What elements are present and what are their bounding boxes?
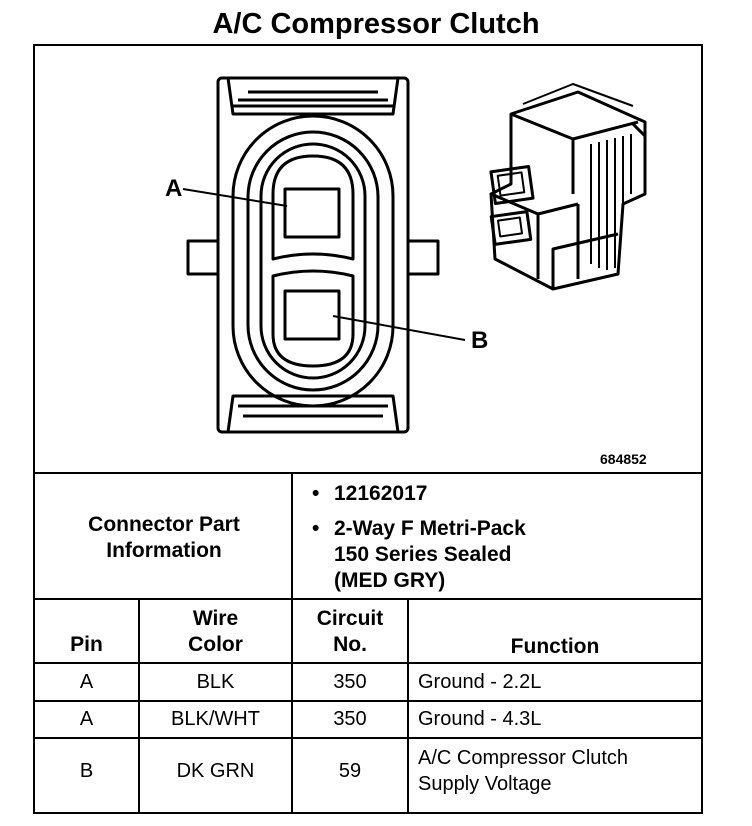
label-a: A: [165, 175, 182, 202]
row-3-wire: DK GRN: [176, 760, 255, 782]
header-wire-color: Wire Color: [188, 607, 243, 656]
row-1-function: Ground - 2.2L: [418, 671, 542, 693]
description-line2: 150 Series Sealed: [334, 543, 512, 566]
col-divider-2: [291, 598, 293, 814]
connector-figure: A B: [165, 76, 647, 434]
leader-b: [332, 315, 466, 341]
row-2-wire: BLK/WHT: [171, 708, 260, 730]
connector-info-heading: Connector Part Information: [35, 476, 293, 599]
seal-outer: [231, 114, 395, 408]
figure-number: 684852: [600, 451, 647, 467]
divider-table-top: [33, 598, 703, 600]
description-line3: (MED GRY): [334, 569, 446, 592]
row-3-function-line1: A/C Compressor Clutch: [418, 747, 629, 769]
page-title: A/C Compressor Clutch: [212, 8, 540, 40]
label-b: B: [471, 327, 488, 354]
col-divider-1: [138, 598, 140, 814]
divider-row-2: [33, 737, 703, 739]
left-tab: [186, 239, 220, 276]
seal-inner: [259, 142, 367, 380]
right-tab: [406, 239, 440, 276]
diagram-frame: [33, 44, 703, 814]
row-2-function: Ground - 4.3L: [418, 708, 542, 730]
leader-a: [182, 188, 288, 207]
row-3-circuit: 59: [338, 760, 362, 782]
row-2-pin: A: [79, 708, 94, 730]
row-2-circuit: 350: [333, 708, 367, 730]
row-3-pin: B: [79, 760, 94, 782]
terminal-b: [283, 289, 341, 341]
bottom-latch: [226, 394, 400, 433]
divider-header: [33, 662, 703, 664]
header-pin: Pin: [70, 633, 103, 656]
row-3-function-line2: Supply Voltage: [418, 773, 552, 795]
connector-perspective: [489, 83, 647, 291]
divider-info: [291, 472, 293, 599]
connector-info-heading-line2: Information: [106, 538, 222, 562]
bullet: •: [312, 482, 320, 505]
bullet: •: [312, 517, 320, 540]
top-latch: [226, 77, 400, 116]
seal-middle: [246, 130, 380, 392]
cavity-b: [271, 269, 355, 368]
row-1-pin: A: [79, 671, 94, 693]
header-circuit-no: Circuit No.: [316, 607, 384, 656]
divider-row-1: [33, 700, 703, 702]
cavity-a: [271, 154, 355, 261]
row-1-circuit: 350: [333, 671, 367, 693]
divider-figure: [33, 472, 703, 474]
header-function: Function: [510, 635, 600, 658]
part-number: 12162017: [334, 482, 428, 505]
terminal-a: [283, 187, 341, 239]
col-divider-3: [407, 598, 409, 814]
row-1-wire: BLK: [196, 671, 235, 693]
connector-info-heading-line1: Connector Part: [88, 512, 240, 536]
description-line1: 2-Way F Metri-Pack: [334, 517, 526, 540]
